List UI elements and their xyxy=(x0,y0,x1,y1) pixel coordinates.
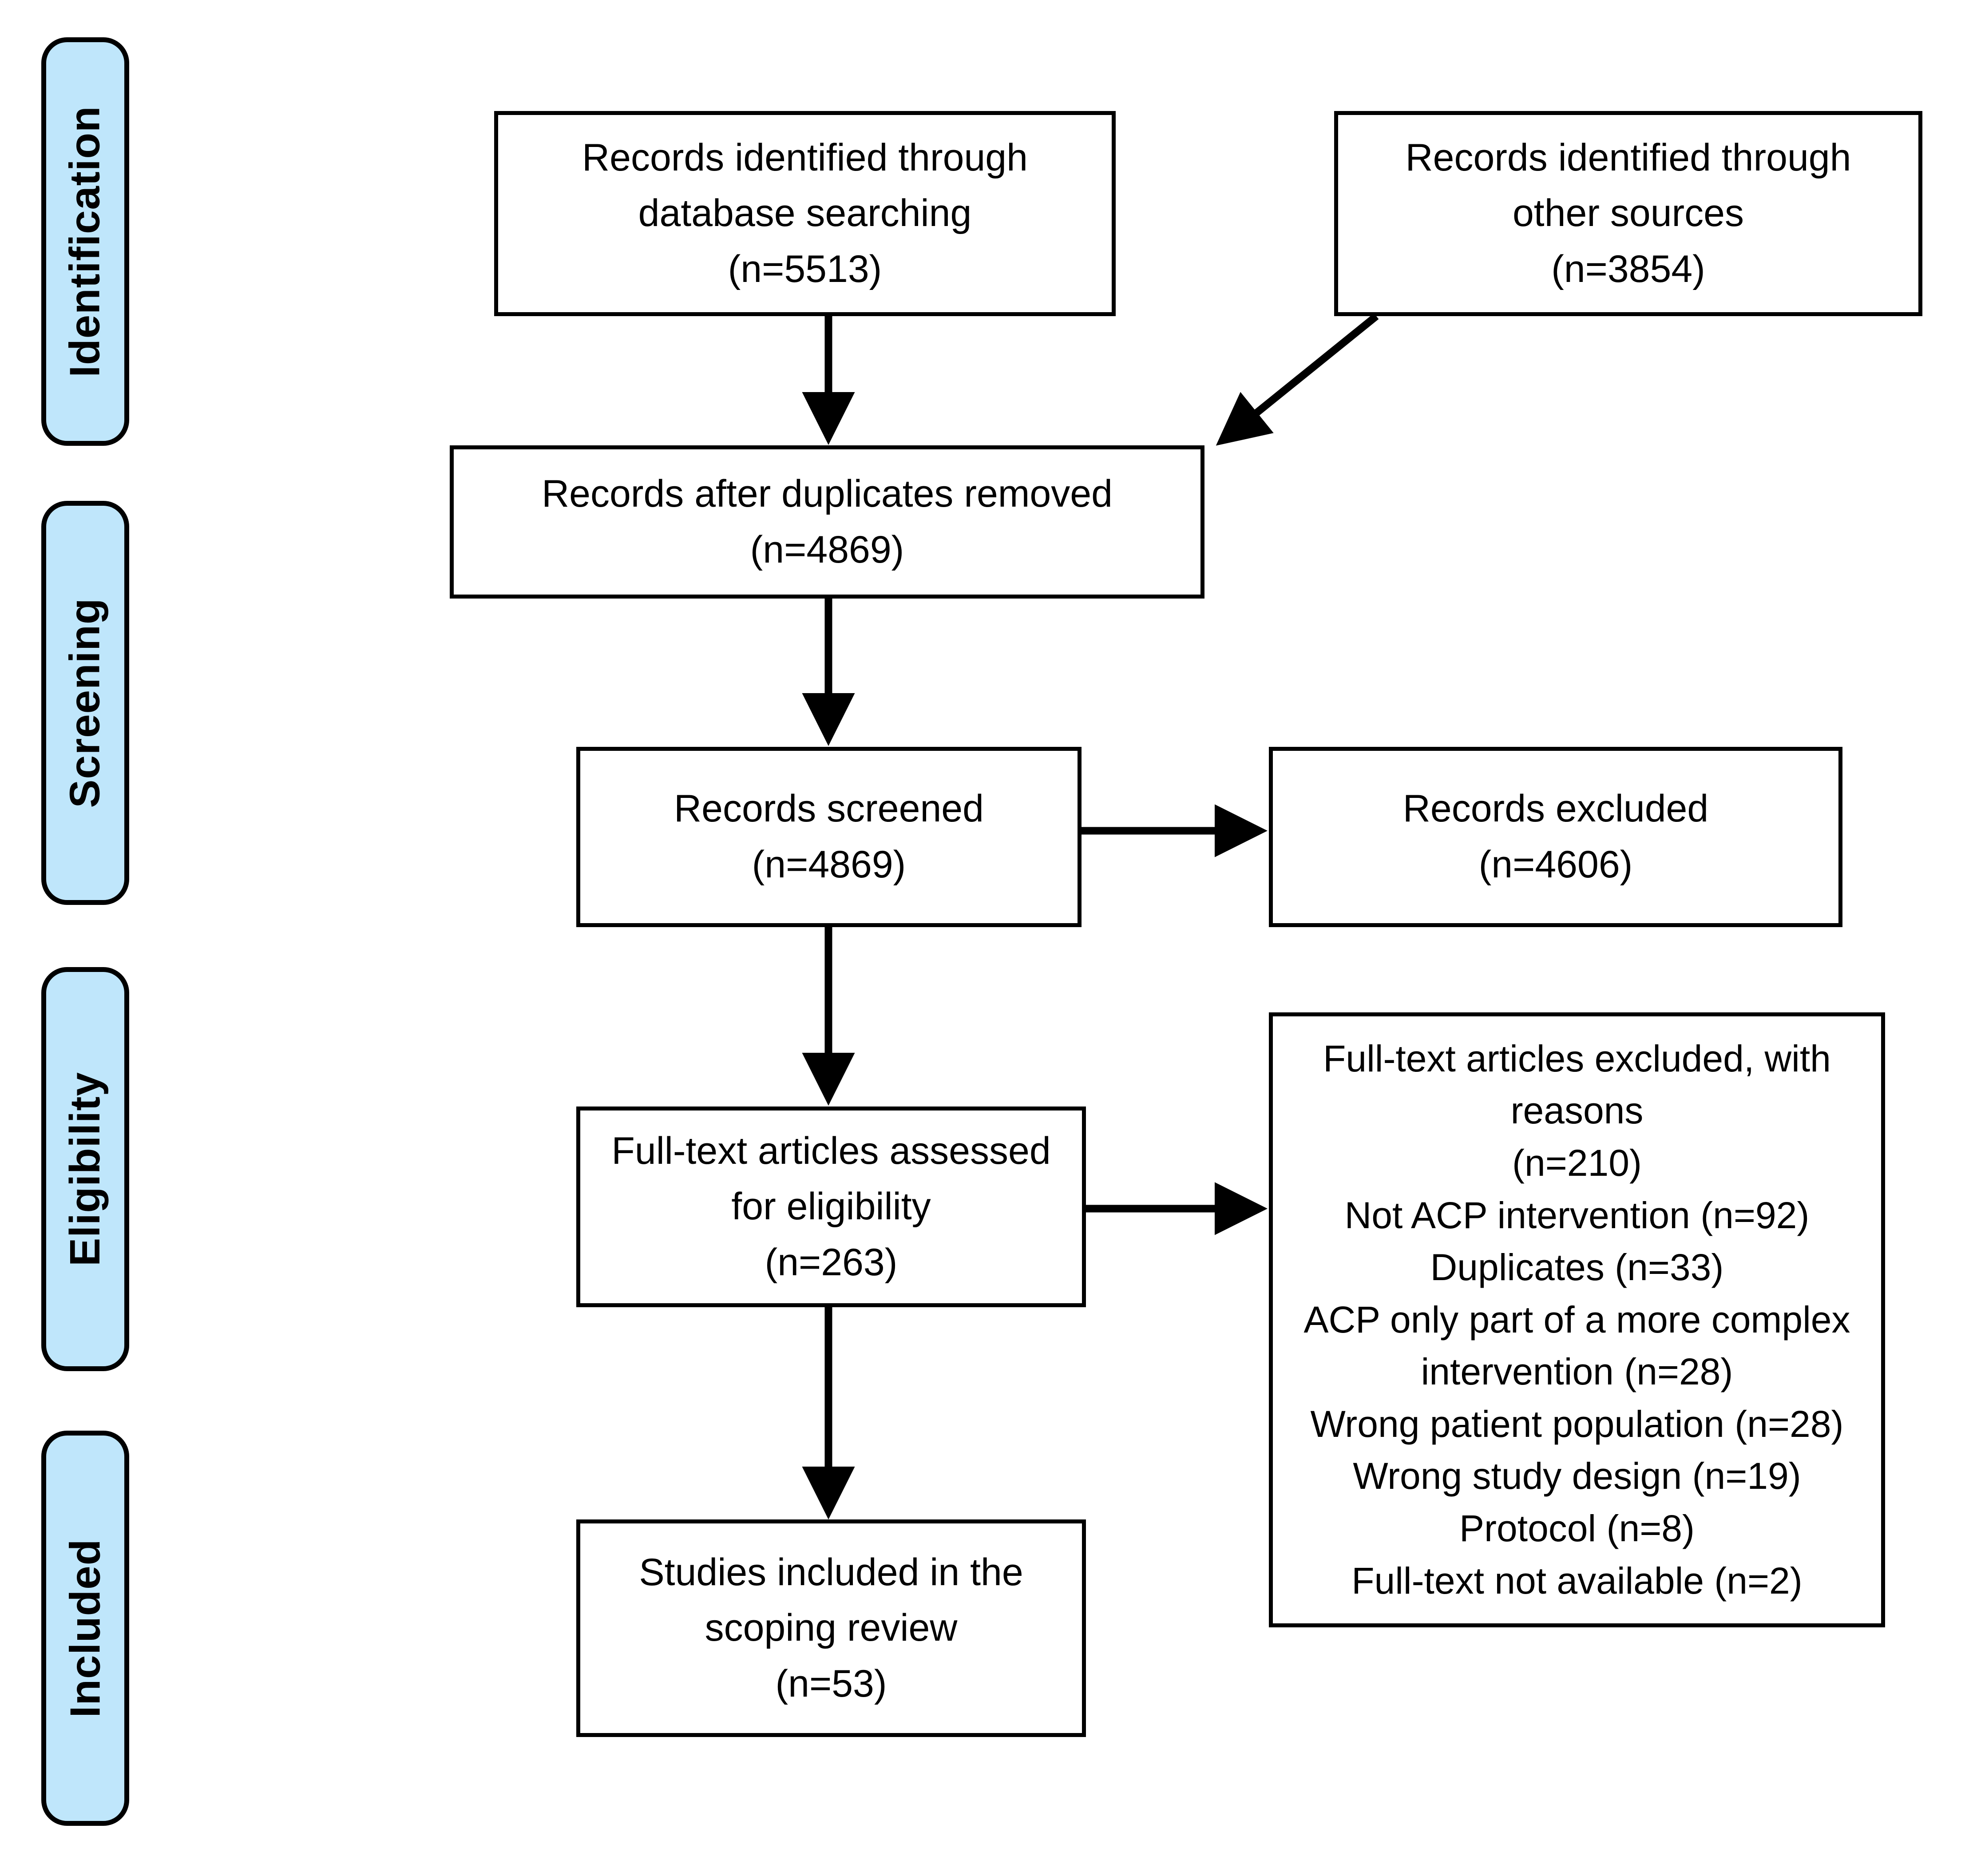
box-fulltext-assessed-text: Full-text articles assessed for eligibil… xyxy=(611,1129,1051,1284)
box-records-identified-other: Records identified through other sources… xyxy=(1334,111,1922,316)
connector-other-to-dedup xyxy=(1216,313,1379,446)
phase-label-included: Included xyxy=(61,1539,109,1718)
box-fulltext-excluded-with-reasons: Full-text articles excluded, with reason… xyxy=(1269,1012,1885,1627)
box-records-excluded: Records excluded (n=4606) xyxy=(1269,747,1842,927)
box-studies-included-text: Studies included in the scoping review (… xyxy=(639,1551,1023,1705)
box-fulltext-excluded-with-reasons-text: Full-text articles excluded, with reason… xyxy=(1303,1037,1850,1602)
phase-label-eligibility: Eligibility xyxy=(61,1072,109,1266)
box-records-after-duplicates-removed: Records after duplicates removed (n=4869… xyxy=(450,445,1204,599)
phase-pill-included: Included xyxy=(41,1431,129,1826)
box-studies-included: Studies included in the scoping review (… xyxy=(576,1519,1086,1737)
box-records-screened: Records screened (n=4869) xyxy=(576,747,1082,927)
box-records-identified-other-text: Records identified through other sources… xyxy=(1405,136,1851,290)
box-records-after-duplicates-removed-text: Records after duplicates removed (n=4869… xyxy=(542,472,1113,571)
box-records-identified-database-text: Records identified through database sear… xyxy=(582,136,1028,290)
box-records-identified-database: Records identified through database sear… xyxy=(494,111,1116,316)
phase-pill-screening: Screening xyxy=(41,501,129,905)
phase-pill-eligibility: Eligibility xyxy=(41,967,129,1371)
box-records-screened-text: Records screened (n=4869) xyxy=(674,787,984,886)
phase-pill-identification: Identification xyxy=(41,37,129,446)
phase-label-identification: Identification xyxy=(61,106,109,377)
box-records-excluded-text: Records excluded (n=4606) xyxy=(1402,787,1709,886)
phase-label-screening: Screening xyxy=(61,598,109,808)
box-fulltext-assessed: Full-text articles assessed for eligibil… xyxy=(576,1107,1086,1307)
